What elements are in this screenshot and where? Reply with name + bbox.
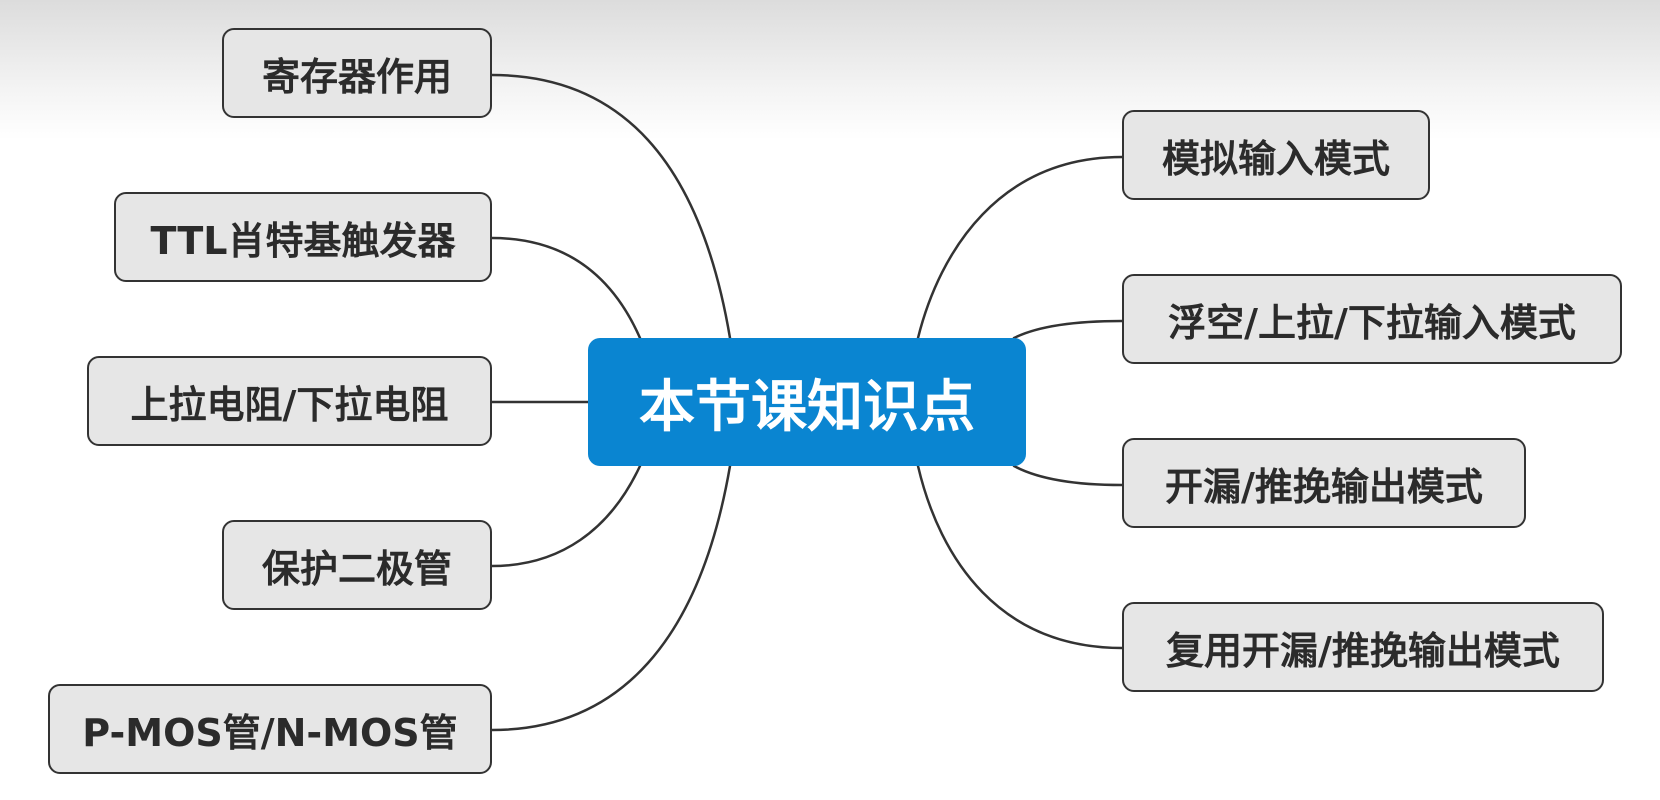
topic-af-opendrain-pushpull-output-mode[interactable]: 复用开漏/推挽输出模式 (1122, 602, 1604, 692)
connector-right-3 (1012, 464, 1124, 487)
topic-ttl-schmitt-trigger[interactable]: TTL肖特基触发器 (114, 192, 492, 282)
topic-pmos-nmos[interactable]: P-MOS管/N-MOS管 (48, 684, 492, 774)
connector-left-1 (490, 73, 732, 340)
topic-analog-input-mode[interactable]: 模拟输入模式 (1122, 110, 1430, 200)
connector-left-4 (490, 464, 642, 568)
connector-right-4 (916, 464, 1124, 650)
connector-left-5 (490, 464, 732, 732)
connector-right-1 (916, 155, 1124, 340)
connector-left-2 (490, 236, 642, 340)
topic-protection-diode[interactable]: 保护二极管 (222, 520, 492, 610)
topic-register-function[interactable]: 寄存器作用 (222, 28, 492, 118)
topic-pullup-pulldown-resistor[interactable]: 上拉电阻/下拉电阻 (87, 356, 492, 446)
connector-right-2 (1012, 319, 1124, 340)
topic-floating-pull-input-mode[interactable]: 浮空/上拉/下拉输入模式 (1122, 274, 1622, 364)
central-topic[interactable]: 本节课知识点 (588, 338, 1026, 466)
topic-opendrain-pushpull-output-mode[interactable]: 开漏/推挽输出模式 (1122, 438, 1526, 528)
